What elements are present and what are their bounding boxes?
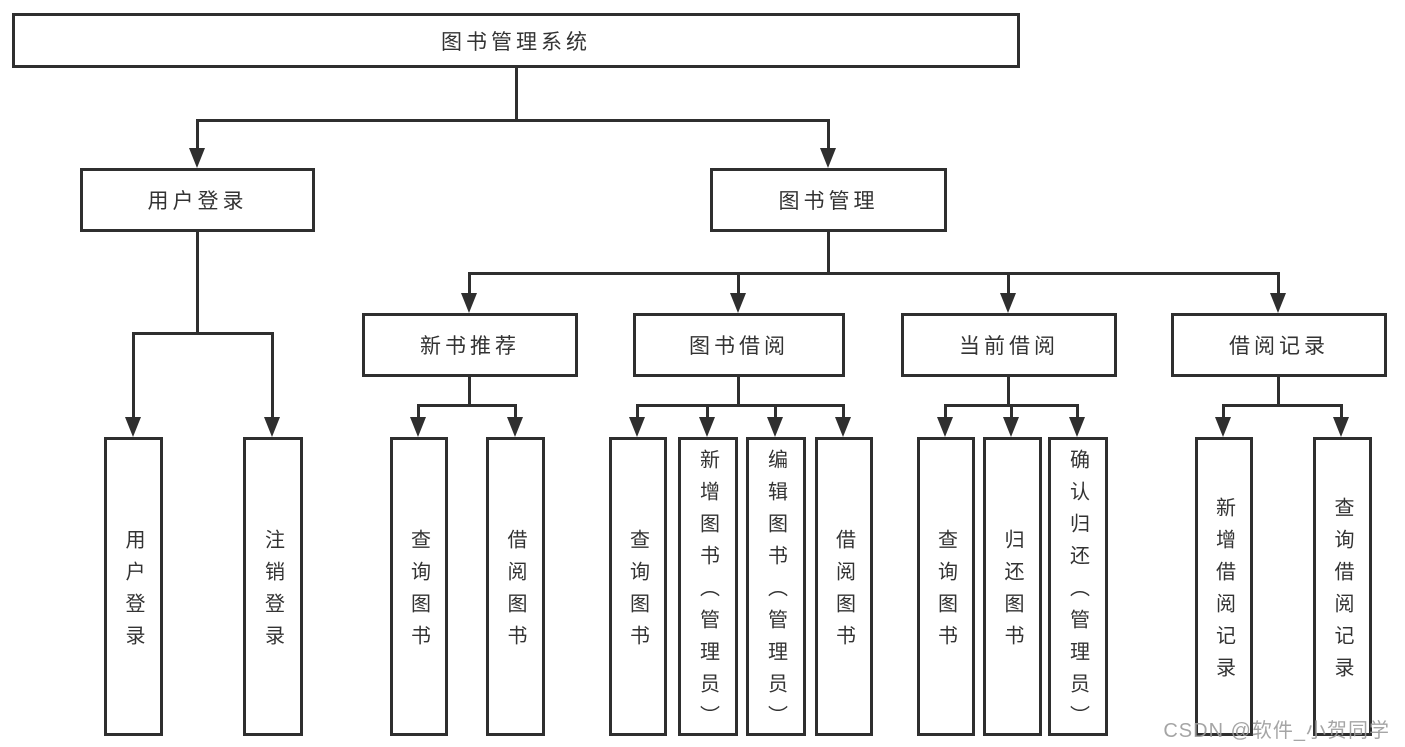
arrowhead-icon <box>1270 293 1286 313</box>
node-label: 当前借阅 <box>959 335 1059 358</box>
leaf-label: 用户登录 <box>122 528 144 657</box>
connector-line <box>1277 272 1280 293</box>
node-user-login: 用户登录 <box>80 168 315 232</box>
node-current-borrow: 当前借阅 <box>901 313 1117 377</box>
csdn-watermark: CSDN @软件_小贺同学 <box>1163 720 1390 742</box>
node-root-system: 图书管理系统 <box>12 13 1020 68</box>
arrowhead-icon <box>767 417 783 437</box>
connector-line <box>417 404 515 407</box>
leaf-borrow-borrow-books: 借阅图书 <box>815 437 873 736</box>
connector-line <box>1222 404 1343 407</box>
connector-line <box>774 404 777 417</box>
connector-line <box>1010 404 1013 417</box>
connector-line <box>196 119 199 149</box>
node-label: 图书管理 <box>778 190 879 213</box>
leaf-records-add-record: 新增借阅记录 <box>1195 437 1253 736</box>
connector-line <box>1222 404 1225 417</box>
connector-line <box>827 232 830 275</box>
connector-line <box>468 272 1280 275</box>
connector-line <box>196 232 199 335</box>
leaf-label: 借阅图书 <box>832 528 855 657</box>
leaf-label: 注销登录 <box>261 528 284 657</box>
leaf-records-query-record: 查询借阅记录 <box>1313 437 1372 736</box>
connector-line <box>468 272 471 293</box>
node-label: 借阅记录 <box>1229 335 1329 358</box>
leaf-label: 编辑图书（管理员） <box>764 448 787 737</box>
leaf-user-login: 用户登录 <box>104 437 163 736</box>
connector-line <box>1277 377 1280 407</box>
leaf-label: 查询图书 <box>407 528 430 657</box>
connector-line <box>842 404 845 417</box>
arrowhead-icon <box>1000 293 1016 313</box>
arrowhead-icon <box>699 417 715 437</box>
leaf-label: 查询借阅记录 <box>1331 496 1353 689</box>
arrowhead-icon <box>461 293 477 313</box>
arrowhead-icon <box>410 417 426 437</box>
leaf-recommend-query-books: 查询图书 <box>390 437 448 736</box>
leaf-label: 查询图书 <box>934 528 957 657</box>
connector-line <box>514 404 517 417</box>
connector-line <box>417 404 420 417</box>
leaf-current-return-books: 归还图书 <box>983 437 1042 736</box>
leaf-label: 查询图书 <box>626 528 649 657</box>
leaf-label: 新增图书（管理员） <box>696 448 719 737</box>
leaf-logout: 注销登录 <box>243 437 303 736</box>
node-borrow-records: 借阅记录 <box>1171 313 1387 377</box>
arrowhead-icon <box>189 148 205 168</box>
leaf-borrow-edit-books-admin: 编辑图书（管理员） <box>746 437 806 737</box>
node-label: 新书推荐 <box>420 335 520 358</box>
node-book-management: 图书管理 <box>710 168 947 232</box>
leaf-current-query-books: 查询图书 <box>917 437 975 736</box>
leaf-current-confirm-return-admin: 确认归还（管理员） <box>1048 437 1108 737</box>
arrowhead-icon <box>125 417 141 437</box>
connector-line <box>737 272 740 293</box>
connector-line <box>196 119 830 122</box>
connector-line <box>737 377 740 407</box>
connector-line <box>1007 377 1010 407</box>
connector-line <box>1007 272 1010 293</box>
arrowhead-icon <box>507 417 523 437</box>
arrowhead-icon <box>820 148 836 168</box>
node-label: 图书借阅 <box>689 335 789 358</box>
connector-line <box>944 404 947 417</box>
connector-line <box>1340 404 1343 417</box>
node-label: 图书管理系统 <box>441 30 591 54</box>
connector-line <box>827 119 830 149</box>
leaf-label: 确认归还（管理员） <box>1066 448 1089 737</box>
arrowhead-icon <box>1215 417 1231 437</box>
connector-line <box>515 68 518 121</box>
leaf-borrow-query-books: 查询图书 <box>609 437 667 736</box>
arrowhead-icon <box>1069 417 1085 437</box>
connector-line <box>706 404 709 417</box>
leaf-label: 归还图书 <box>1001 528 1023 657</box>
arrowhead-icon <box>1333 417 1349 437</box>
arrowhead-icon <box>264 417 280 437</box>
connector-line <box>132 332 274 335</box>
leaf-label: 借阅图书 <box>504 528 526 657</box>
connector-line <box>1076 404 1079 417</box>
arrowhead-icon <box>835 417 851 437</box>
node-new-book-recommend: 新书推荐 <box>362 313 578 377</box>
arrowhead-icon <box>937 417 953 437</box>
arrowhead-icon <box>629 417 645 437</box>
node-book-borrow: 图书借阅 <box>633 313 845 377</box>
leaf-label: 新增借阅记录 <box>1212 496 1235 689</box>
arrowhead-icon <box>1003 417 1019 437</box>
leaf-borrow-add-books-admin: 新增图书（管理员） <box>678 437 738 737</box>
connector-line <box>271 332 274 417</box>
connector-line <box>636 404 639 417</box>
leaf-recommend-borrow-books: 借阅图书 <box>486 437 545 736</box>
arrowhead-icon <box>730 293 746 313</box>
connector-line <box>636 404 844 407</box>
connector-line <box>132 332 135 417</box>
node-label: 用户登录 <box>147 190 248 213</box>
connector-line <box>468 377 471 407</box>
